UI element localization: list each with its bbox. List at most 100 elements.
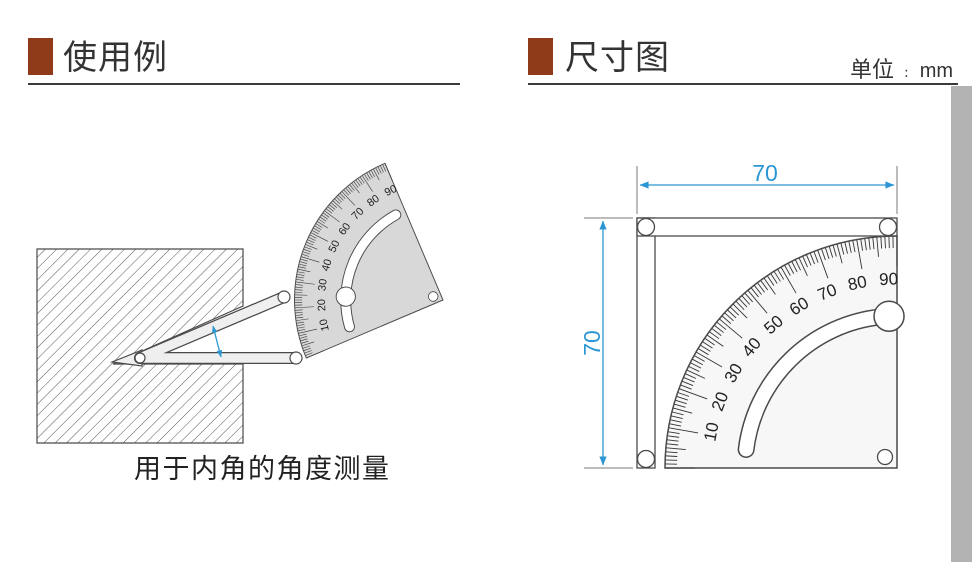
usage-protractor-tick	[310, 232, 328, 242]
dimension-protractor-scale-label: 80	[846, 272, 868, 295]
usage-protractor-tick	[359, 177, 365, 184]
usage-protractor-scale-label: 10	[318, 318, 332, 332]
dimension-protractor-tick	[683, 377, 695, 383]
usage-protractor-tick	[324, 210, 340, 223]
dimension-protractor-tick	[884, 236, 886, 249]
dimension-protractor-tick	[727, 309, 737, 319]
dimension-protractor-tick	[707, 334, 724, 347]
usage-protractor-tick	[332, 200, 343, 210]
usage-protractor-tick	[351, 183, 360, 194]
unit-label: 单位	[850, 58, 895, 83]
usage-protractor-tick	[299, 336, 308, 339]
usage-protractor-tick	[308, 237, 316, 241]
usage-protractor-tick	[301, 340, 309, 344]
unit-separator: :	[904, 65, 909, 81]
usage-protractor-tick	[320, 216, 327, 222]
usage-protractor-tick	[309, 234, 317, 239]
dimension-protractor-tick	[668, 431, 680, 435]
usage-protractor-tick	[317, 221, 329, 229]
height-dimension-label: 70	[579, 330, 605, 356]
dimension-protractor-tick	[671, 415, 683, 419]
dimension-protractor-plate	[664, 235, 898, 469]
usage-protractor-tick	[299, 263, 307, 267]
usage-protractor-scale-label: 20	[316, 299, 328, 312]
usage-protractor-tick	[380, 165, 384, 173]
dimension-protractor-tick	[669, 423, 682, 427]
dimension-protractor-pivot-screw-icon	[876, 448, 894, 466]
dimension-protractor-tick	[696, 351, 723, 368]
usage-protractor-tick	[322, 212, 330, 218]
dimension-protractor-tick	[680, 384, 692, 390]
usage-protractor-tick	[295, 289, 303, 291]
usage-protractor-tick	[304, 350, 312, 354]
usage-protractor-tick	[295, 291, 303, 293]
usage-protractor-tick	[295, 314, 304, 316]
usage-protractor-tick	[357, 178, 363, 185]
usage-protractor-tick	[366, 172, 371, 180]
usage-protractor-tick	[330, 202, 337, 208]
dimension-protractor-tick	[666, 451, 678, 454]
dimension-protractor-tick	[702, 341, 713, 349]
dimension-protractor-tick	[685, 373, 697, 379]
frame-bottom-left-screw-icon	[636, 449, 656, 469]
usage-protractor-tick	[302, 251, 310, 255]
dimension-section-rule	[528, 83, 958, 85]
dimension-protractor-tick	[795, 259, 801, 271]
usage-protractor-tick	[294, 297, 303, 298]
dimension-protractor-tick	[787, 263, 795, 274]
usage-protractor-tick	[295, 286, 303, 289]
usage-protractor-lock-knob-icon[interactable]	[333, 284, 358, 309]
dimension-protractor-tick	[747, 290, 768, 314]
dimension-protractor-tick	[744, 292, 754, 303]
dimension-protractor-tick	[777, 269, 785, 280]
usage-protractor-tick	[303, 249, 311, 253]
dimension-protractor-tick	[844, 242, 848, 254]
angle-indicator-arrow	[211, 325, 223, 358]
usage-protractor-tick	[303, 347, 311, 351]
dimension-protractor-tick	[672, 411, 684, 416]
usage-protractor-tick	[300, 338, 308, 342]
hatched-workpiece	[36, 248, 244, 444]
unit-note: 单位 : mm	[850, 52, 953, 83]
usage-protractor-tick	[384, 163, 393, 182]
dimension-protractor-tick	[828, 246, 834, 258]
dimension-protractor-tick	[711, 328, 722, 336]
dimension-protractor-tick	[673, 407, 693, 414]
dimension-protractor-tick	[876, 237, 879, 257]
dimension-protractor-tick	[760, 280, 769, 291]
lower-pivot-icon	[289, 351, 303, 365]
dimension-protractor-tick	[730, 306, 740, 316]
dimension-section-marker	[528, 38, 553, 75]
dimension-section-title: 尺寸图	[565, 38, 670, 78]
frame-top-bar	[636, 217, 898, 237]
usage-protractor-scale-label: 60	[336, 221, 353, 238]
usage-protractor-tick	[370, 170, 375, 177]
usage-protractor-tick	[294, 304, 303, 306]
scrollbar[interactable]	[951, 86, 972, 562]
usage-protractor-tick	[295, 309, 303, 311]
usage-protractor-tick	[297, 271, 305, 274]
usage-protractor-tick	[382, 164, 386, 172]
usage-protractor-tick	[341, 191, 356, 206]
dimension-protractor-tick	[679, 388, 708, 400]
usage-section-title: 使用例	[63, 38, 168, 78]
dimension-protractor-scale-ticks	[665, 236, 898, 469]
upper-pivot-icon	[277, 290, 291, 304]
dimension-protractor-tick	[738, 298, 748, 308]
usage-protractor-tick	[321, 214, 328, 220]
usage-protractor-slot-channel	[341, 210, 401, 332]
dimension-protractor-tick	[741, 295, 751, 305]
frame-left-bar	[636, 217, 656, 469]
dimension-protractor-tick	[757, 282, 765, 293]
dimension-protractor-lock-knob-icon[interactable]	[873, 300, 905, 332]
dimension-protractor-tick	[675, 399, 687, 405]
usage-protractor-tick	[302, 341, 315, 347]
dimension-protractor-tick	[784, 265, 791, 276]
dimension-protractor-tick	[798, 257, 808, 277]
dimension-protractor-tick	[825, 247, 830, 259]
dimension-protractor-tick	[667, 439, 679, 442]
usage-protractor-tick	[304, 246, 312, 250]
